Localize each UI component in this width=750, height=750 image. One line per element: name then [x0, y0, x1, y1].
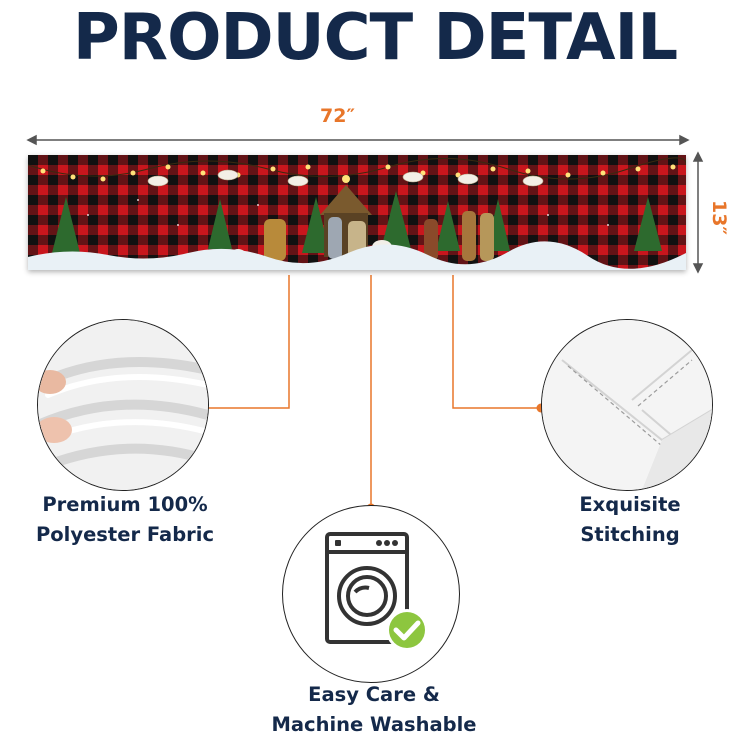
feature-caption-stitching: Exquisite Stitching [535, 490, 725, 550]
stitching-closeup-image [541, 319, 713, 491]
feature-caption-line: Stitching [580, 523, 680, 546]
feature-caption-line: Polyester Fabric [35, 523, 215, 546]
table-runner-image [27, 155, 687, 270]
feature-caption-line: Exquisite [579, 493, 681, 516]
feature-caption-line: Machine Washable [271, 713, 477, 736]
fabric-closeup-image [37, 319, 209, 491]
page-title: PRODUCT DETAIL [72, 1, 678, 75]
feature-caption-fabric: Premium 100% Polyester Fabric [20, 490, 230, 550]
washing-machine-circle [282, 505, 460, 683]
width-label: 72″ [320, 105, 355, 127]
washing-machine-icon [325, 532, 428, 651]
feature-caption-line: Premium 100% [42, 493, 208, 516]
feature-caption-line: Easy Care & [308, 683, 440, 706]
height-label: 13″ [708, 200, 730, 235]
feature-caption-washable: Easy Care & Machine Washable [250, 680, 498, 740]
